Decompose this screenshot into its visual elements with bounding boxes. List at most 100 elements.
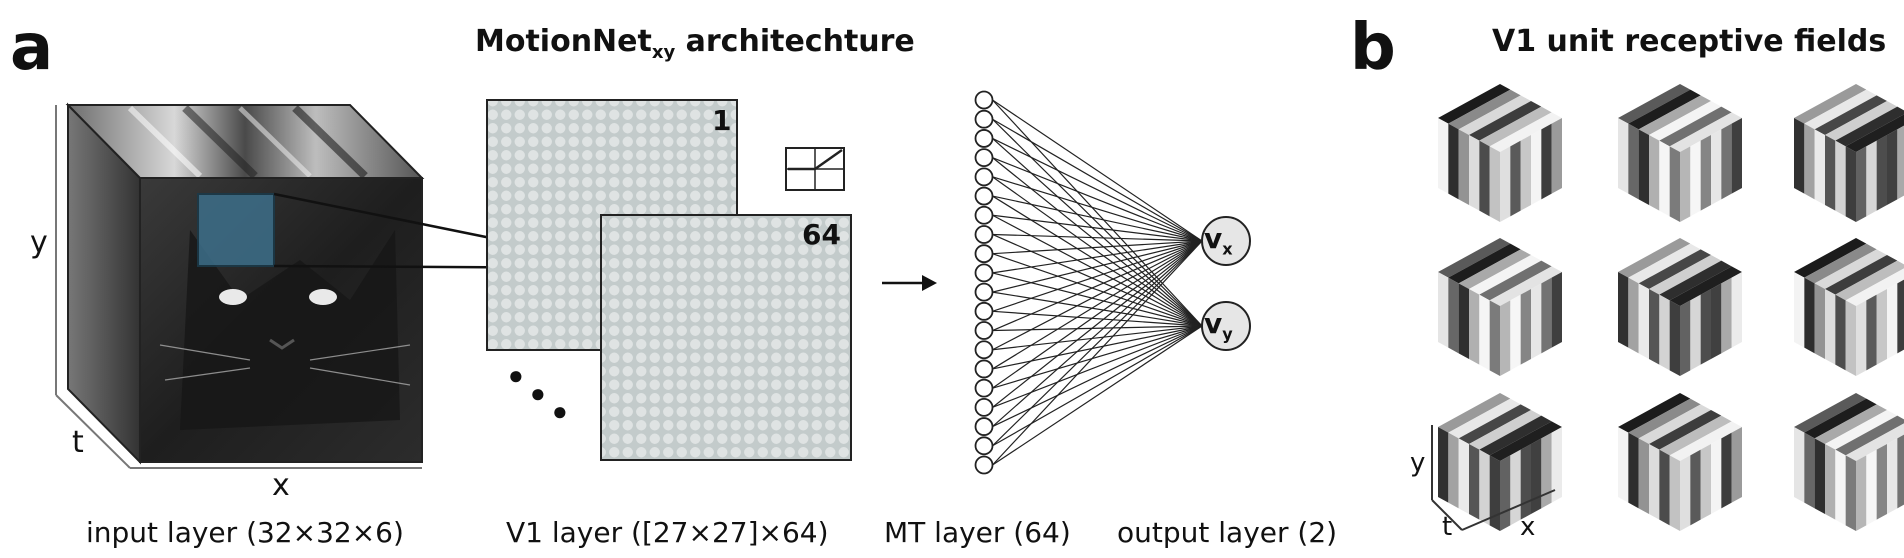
rf-right-stripe (1700, 444, 1711, 520)
rf-left-stripe (1489, 455, 1500, 531)
mt-output-connection (992, 310, 1203, 327)
rf-left-stripe (1448, 432, 1459, 509)
mt-output-connection (992, 99, 1203, 327)
mt-unit (974, 340, 994, 360)
rf-axis-x-label: x (1520, 512, 1536, 542)
rf-top-stripe (1628, 398, 1701, 439)
rf-top-stripe (1489, 112, 1562, 152)
rf-top-stripe (1835, 415, 1904, 456)
output-vx-sub: x (1222, 239, 1233, 259)
mt-output-connection (992, 157, 1203, 327)
rf-cube (1438, 84, 1562, 222)
rf-top-stripe (1669, 266, 1742, 306)
cat-eye-left (219, 289, 247, 305)
rf-left-stripe (1489, 300, 1500, 376)
rf-cube (1618, 84, 1742, 222)
caption-output-layer: output layer (2) (1117, 516, 1338, 549)
mt-output-connection (992, 240, 1203, 447)
mt-output-connection (992, 233, 1203, 327)
mt-network (974, 90, 1251, 475)
caption-mt-layer: MT layer (64) (884, 516, 1071, 549)
mt-output-connection (992, 240, 1203, 293)
rf-top-stripe (1649, 101, 1722, 141)
rf-top-stripe (1458, 404, 1531, 444)
rf-axis-t-label: t (1442, 512, 1453, 542)
rf-top-stripe (1659, 415, 1732, 456)
mt-output-connection (992, 240, 1203, 274)
mt-unit (974, 129, 994, 148)
mt-output-connection (992, 325, 1203, 428)
mt-unit (974, 359, 994, 379)
rf-right-stripe (1887, 438, 1898, 514)
mt-unit (974, 109, 994, 129)
output-unit-vx-label: vx (1204, 222, 1233, 259)
rf-right-stripe (1690, 449, 1701, 526)
rf-cube (1438, 393, 1562, 531)
v1-last-index: 64 (802, 218, 841, 251)
mt-unit (974, 397, 994, 417)
rf-right-stripe (1680, 300, 1691, 376)
rf-top-stripe (1804, 243, 1877, 284)
rf-left-stripe (1438, 272, 1449, 348)
rf-left-stripe (1618, 118, 1629, 194)
rf-right-stripe (1866, 140, 1877, 217)
rf-top-stripe (1659, 260, 1732, 301)
rf-right-stripe (1551, 272, 1562, 348)
mt-output-connection (992, 137, 1203, 242)
rf-top-stripe (1825, 410, 1898, 450)
rf-top-stripe (1618, 84, 1691, 124)
mt-output-connection (992, 99, 1203, 242)
rf-left-stripe (1659, 294, 1670, 371)
mt-output-connection (992, 291, 1203, 327)
rf-top-stripe (1438, 238, 1511, 278)
rf-right-stripe (1897, 434, 1904, 509)
rf-right-stripe (1876, 289, 1887, 365)
rf-left-stripe (1469, 289, 1480, 365)
mt-output-connection (992, 214, 1203, 242)
mt-unit (974, 263, 994, 283)
rf-right-stripe (1531, 438, 1542, 514)
rf-cube (1794, 84, 1904, 222)
rf-top-stripe (1448, 89, 1521, 130)
rf-top-stripe (1814, 404, 1887, 444)
rf-left-stripe (1804, 123, 1815, 200)
rf-left-stripe (1835, 294, 1846, 371)
arrow-v1-to-mt (882, 275, 937, 291)
rf-left-stripe (1458, 438, 1469, 514)
rf-top-stripe (1628, 89, 1701, 130)
rf-left-stripe (1804, 432, 1815, 509)
rf-left-stripe (1669, 300, 1680, 376)
rf-left-stripe (1825, 289, 1836, 365)
rf-top-stripe (1438, 84, 1511, 124)
relu-icon (785, 147, 845, 191)
mt-output-connection (992, 240, 1203, 408)
mt-unit (974, 205, 994, 225)
rf-right-stripe (1721, 432, 1732, 509)
mt-output-connection (992, 195, 1203, 242)
caption-input-layer: input layer (32×32×6) (86, 516, 404, 549)
rf-top-stripe (1835, 106, 1904, 147)
rf-top-stripe (1438, 393, 1511, 433)
rf-top-stripe (1794, 84, 1867, 124)
rf-left-stripe (1804, 277, 1815, 354)
mt-output-connection (992, 240, 1203, 312)
rf-top-stripe (1804, 398, 1877, 439)
rf-right-stripe (1721, 277, 1732, 354)
rf-right-stripe (1520, 444, 1531, 520)
output-vy-sub: y (1222, 324, 1233, 344)
rf-top-stripe (1638, 249, 1711, 289)
rf-left-stripe (1638, 129, 1649, 205)
rf-left-stripe (1458, 283, 1469, 359)
rf-top-stripe (1669, 421, 1742, 461)
title-rest: architechture (675, 24, 915, 59)
rf-top-stripe (1458, 249, 1531, 289)
rf-left-stripe (1479, 140, 1490, 217)
mt-unit (974, 225, 994, 244)
cube-top-stripes (127, 105, 368, 179)
rf-right-stripe (1500, 455, 1511, 531)
rf-right-stripe (1520, 135, 1531, 211)
mt-unit (974, 282, 994, 302)
mt-output-connection (992, 253, 1203, 327)
mt-output-connection (992, 240, 1203, 370)
rf-left-stripe (1794, 427, 1805, 503)
